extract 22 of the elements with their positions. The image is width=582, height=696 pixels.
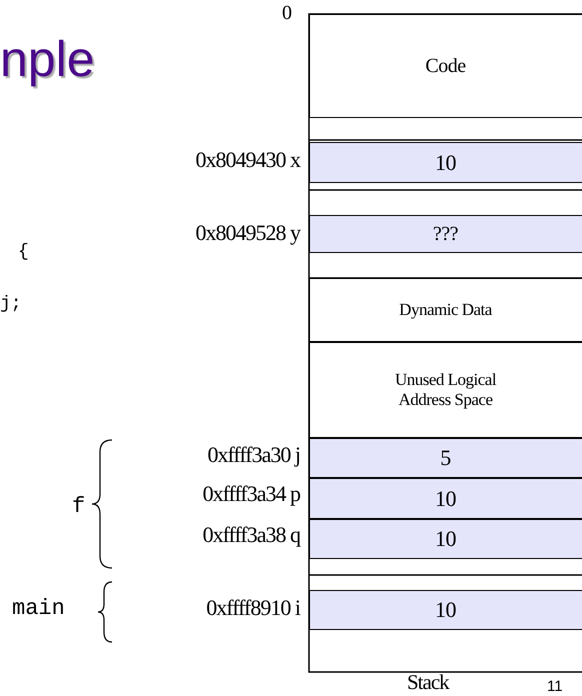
code-text: j;: [0, 294, 22, 315]
address-label: 0xffff8910 i: [206, 595, 300, 620]
memory-cell: 10: [309, 519, 582, 559]
axis-label: 0: [282, 2, 291, 25]
memory-cell: 10: [309, 142, 582, 183]
code-text: {: [18, 242, 29, 263]
address-label: 0xffff3a34 p: [202, 481, 300, 506]
frame-label: main: [12, 596, 65, 622]
memory-cell: ???: [309, 215, 582, 253]
address-label: 0xffff3a30 j: [208, 442, 300, 468]
memory-cell: 5: [309, 438, 582, 478]
memory-segment: Code: [309, 14, 582, 118]
memory-cell: 10: [309, 478, 582, 519]
frame-label: f: [72, 494, 86, 520]
memory-cell: 10: [309, 590, 582, 630]
title: nple: [0, 30, 95, 88]
address-label: 0xffff3a38 q: [202, 522, 300, 548]
region-label: Stack: [407, 670, 449, 694]
address-label: 0x8049528 y: [196, 220, 300, 246]
page-number: 11: [547, 678, 563, 696]
memory-segment: Dynamic Data: [309, 278, 582, 342]
address-label: 0x8049430 x: [196, 147, 300, 172]
